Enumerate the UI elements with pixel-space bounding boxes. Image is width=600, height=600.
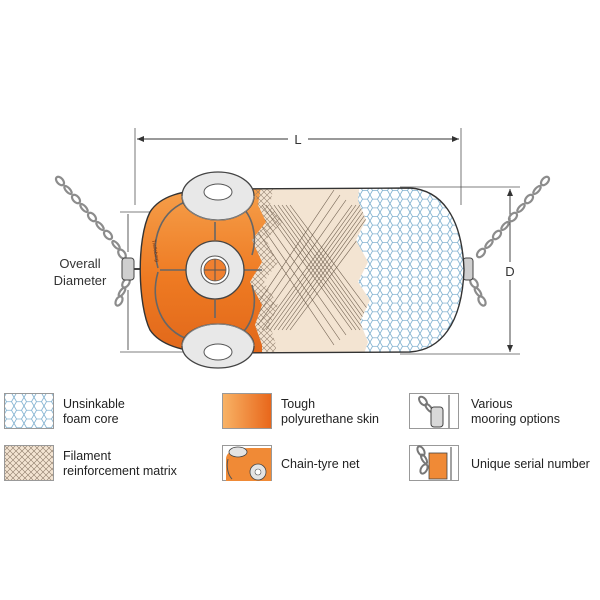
legend-polyurethane-skin: Tough polyurethane skin (281, 397, 379, 426)
length-dimension: L (134, 128, 462, 205)
legend-filament-matrix: Filament reinforcement matrix (63, 449, 177, 478)
right-mooring-chain (469, 175, 551, 307)
mooring-options-swatch (409, 393, 459, 429)
legend-mooring-options: Various mooring options (471, 397, 560, 426)
overall-label-line1: Overall (59, 256, 100, 271)
overall-diameter-dimension: Overall Diameter (50, 211, 210, 353)
legend-chain-tyre-net: Chain-tyre net (281, 457, 360, 471)
foam-core-swatch (4, 393, 54, 429)
chain-tyre-net-swatch (222, 445, 272, 481)
depth-label: D (505, 264, 514, 279)
tyre-center (185, 240, 245, 300)
left-mooring-chain (54, 175, 131, 307)
serial-number-swatch (409, 445, 459, 481)
fender-marking: Trelleborg (150, 239, 160, 262)
depth-dimension: D (400, 186, 520, 355)
legend-foam-core: Unsinkable foam core (63, 397, 125, 426)
filament-matrix-swatch (4, 445, 54, 481)
tyre-bottom (181, 323, 255, 369)
overall-label-line2: Diameter (54, 273, 107, 288)
legend-serial-number: Unique serial number (471, 457, 590, 471)
polyurethane-skin-swatch (222, 393, 272, 429)
tyre-top (181, 171, 255, 221)
length-label: L (294, 132, 301, 147)
